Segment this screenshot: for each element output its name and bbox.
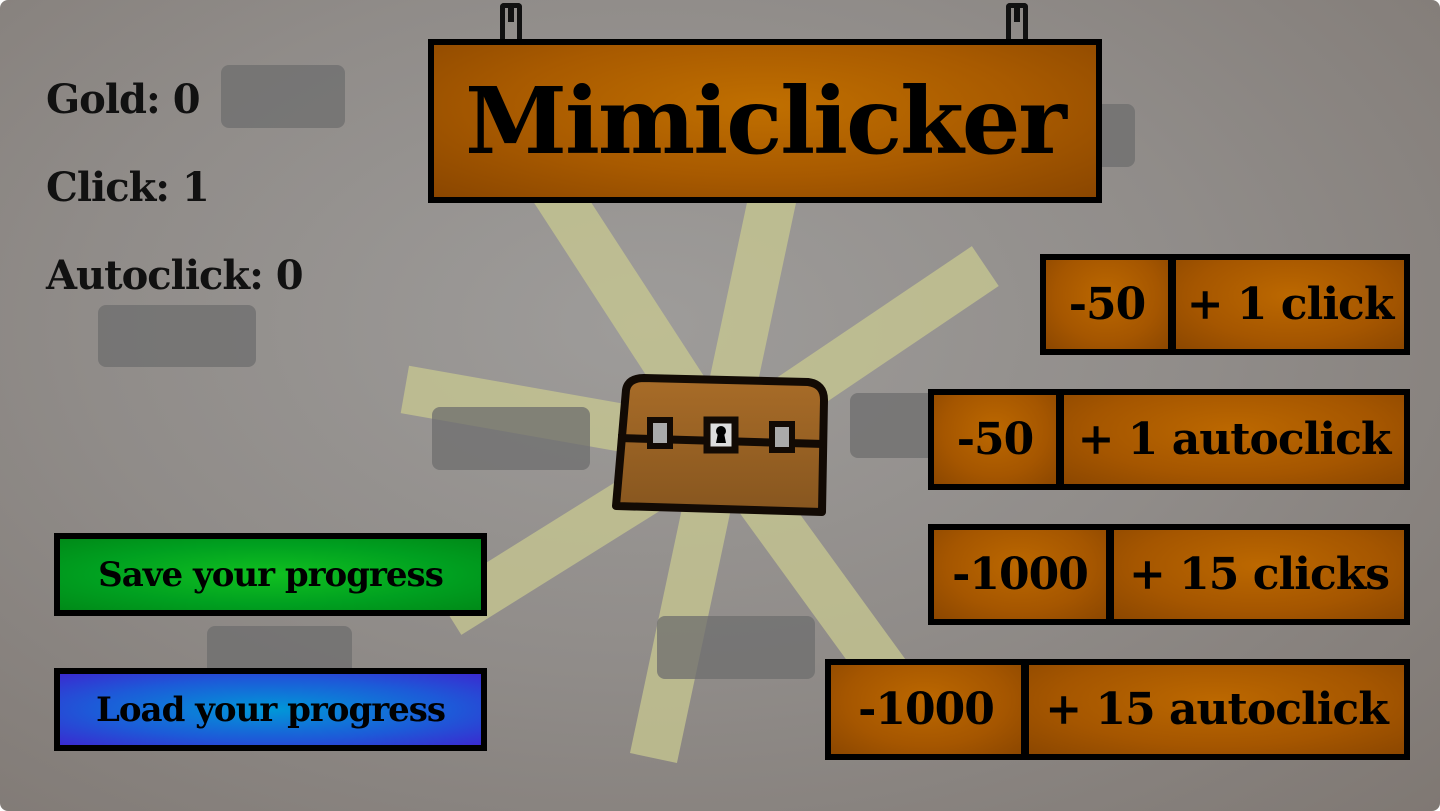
upgrade-label: + 15 autoclick <box>1029 665 1404 754</box>
price-label: -1000 <box>831 665 1021 754</box>
gold-counter: Gold: 0 <box>46 76 201 123</box>
upgrade-label: + 1 click <box>1176 260 1404 349</box>
sign-hook-icon <box>500 3 522 41</box>
sun-ray <box>696 127 811 450</box>
sun-ray <box>629 440 744 763</box>
floating-placeholder <box>221 65 345 128</box>
upgrade-label: + 15 clicks <box>1114 530 1404 619</box>
floating-placeholder <box>98 305 256 367</box>
buy-15-clicks-button[interactable]: -1000 + 15 clicks <box>928 524 1410 625</box>
load-progress-button[interactable]: Load your progress <box>54 668 487 751</box>
floating-placeholder <box>850 393 940 458</box>
price-label: -50 <box>1046 260 1168 349</box>
buy-click-button[interactable]: -50 + 1 click <box>1040 254 1410 355</box>
floating-placeholder <box>657 616 815 679</box>
floating-placeholder <box>432 407 590 470</box>
mimic-chest-icon[interactable] <box>612 372 828 518</box>
game-title-sign: Mimiclicker <box>428 39 1102 203</box>
autoclick-counter: Autoclick: 0 <box>46 252 304 299</box>
upgrade-label: + 1 autoclick <box>1064 395 1404 484</box>
buy-autoclick-button[interactable]: -50 + 1 autoclick <box>928 389 1410 490</box>
save-progress-button[interactable]: Save your progress <box>54 533 487 616</box>
game-title: Mimiclicker <box>465 67 1067 175</box>
price-label: -50 <box>934 395 1056 484</box>
price-label: -1000 <box>934 530 1106 619</box>
sign-hook-icon <box>1006 3 1028 41</box>
click-counter: Click: 1 <box>46 164 210 211</box>
buy-15-autoclick-button[interactable]: -1000 + 15 autoclick <box>825 659 1410 760</box>
